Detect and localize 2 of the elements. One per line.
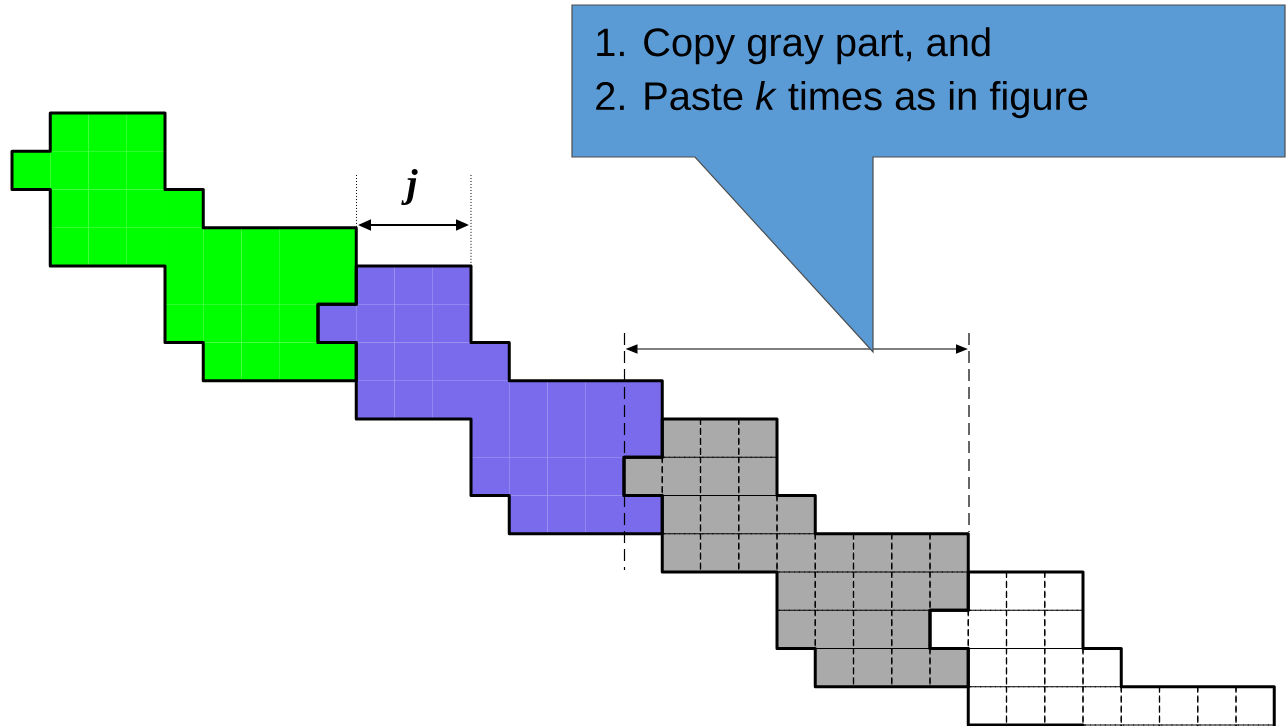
callout-box: 1. Copy gray part, and 2. Paste k times as in figure [571,4,1286,354]
dimension-label: j [401,168,418,206]
